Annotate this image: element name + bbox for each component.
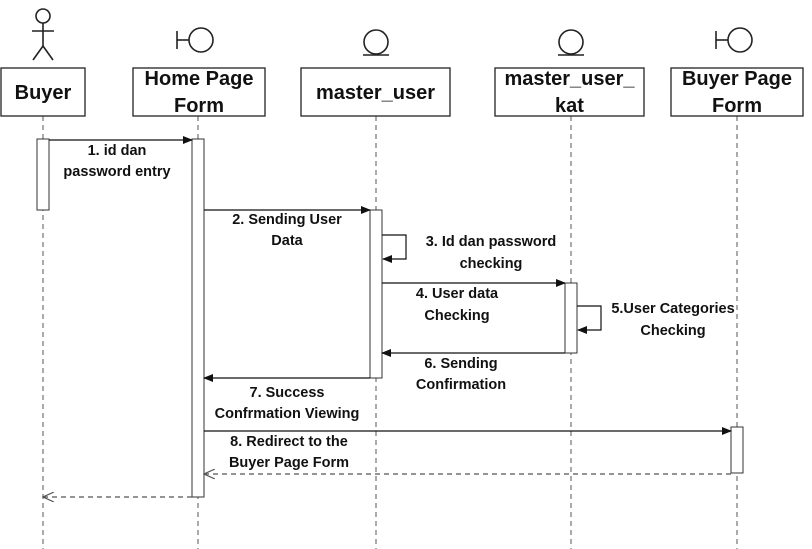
participant-master_user_kat: master_user_kat <box>494 67 645 117</box>
entity-icon <box>558 29 584 56</box>
message-m3: 3. Id dan password checking <box>382 234 556 272</box>
message-m1: 1. id dan password entry <box>49 136 193 180</box>
message-label: Data <box>271 233 303 249</box>
message-label: 8. Redirect to the <box>230 434 348 450</box>
participant-label: Buyer Page <box>682 68 792 90</box>
message-label: Buyer Page Form <box>229 455 349 471</box>
message-label: Confirmation <box>416 377 506 393</box>
activation-bar-buyer <box>36 138 50 211</box>
participant-label: kat <box>555 95 584 117</box>
activation-bar-home <box>191 138 205 498</box>
message-label: 7. Success <box>250 385 325 401</box>
message-arrow <box>577 305 602 334</box>
participant-label: Form <box>712 95 762 117</box>
message-label: Checking <box>424 308 489 324</box>
participant-buyer: Buyer <box>0 67 86 117</box>
message-label: 4. User data <box>416 286 499 302</box>
message-label: password entry <box>63 164 170 180</box>
activation-bar-master_user_kat <box>564 282 578 354</box>
participant-label: Home Page <box>145 68 254 90</box>
message-label: 5.User Categories <box>611 301 734 317</box>
participant-label: Buyer <box>15 82 72 104</box>
message-label: checking <box>460 256 523 272</box>
participant-label: Form <box>174 95 224 117</box>
actor-icon <box>32 8 54 61</box>
participant-master_user: master_user <box>300 67 451 117</box>
message-label: 2. Sending User <box>232 212 342 228</box>
boundary-icon <box>715 27 753 53</box>
message-label: 3. Id dan password <box>426 234 557 250</box>
message-label: 6. Sending <box>424 356 497 372</box>
boundary-icon <box>176 27 214 53</box>
entity-icon <box>363 29 389 56</box>
activation-bar-buyer_page <box>730 426 744 474</box>
message-label: Checking <box>640 323 705 339</box>
participant-label: master_user_ <box>504 68 635 90</box>
message-label: 1. id dan <box>88 143 147 159</box>
message-label: Confrmation Viewing <box>215 406 360 422</box>
message-arrow <box>382 234 407 263</box>
participant-label: master_user <box>316 82 435 104</box>
activation-bar-master_user <box>369 209 383 379</box>
